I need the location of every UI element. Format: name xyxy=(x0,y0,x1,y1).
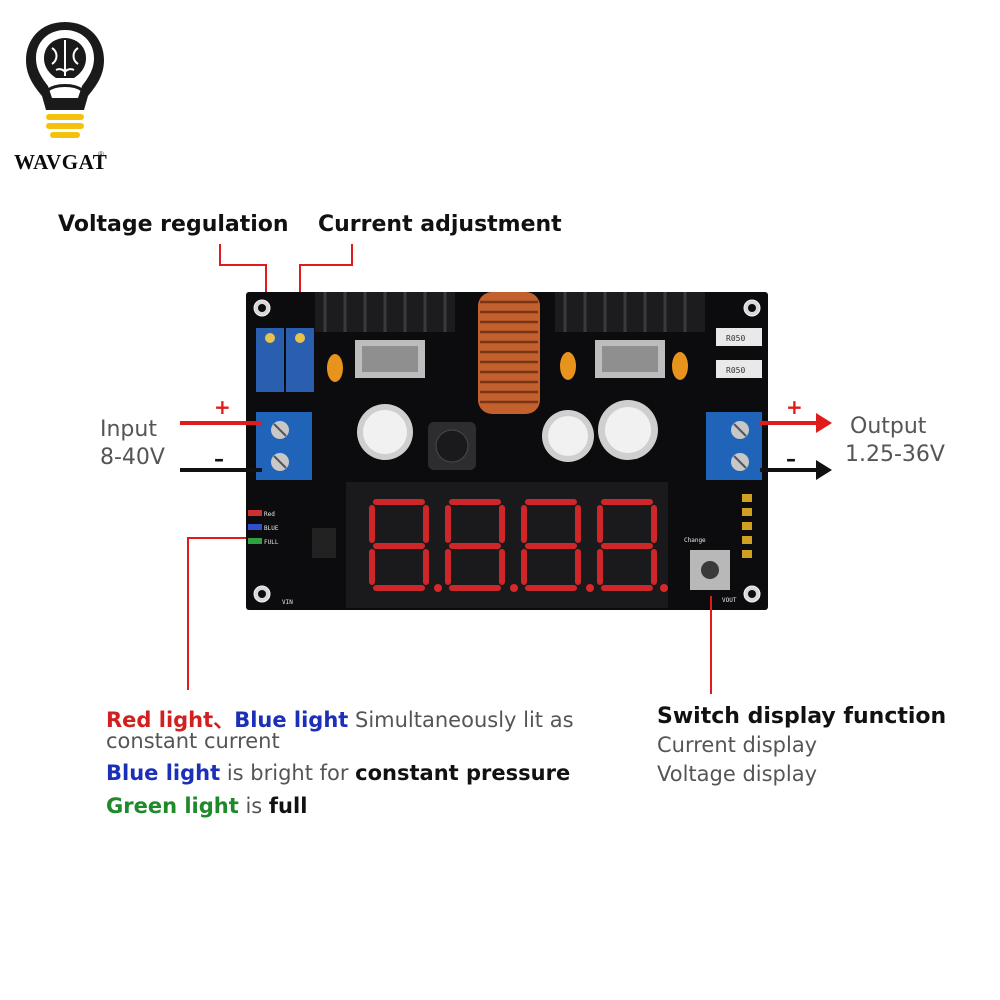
power-inductor xyxy=(428,422,476,470)
bright-text: is bright for xyxy=(220,761,356,785)
input-terminal-block xyxy=(256,412,312,480)
output-minus-sign: – xyxy=(786,447,796,471)
output-positive-arrow xyxy=(816,413,832,433)
voltage-display-text: Voltage display xyxy=(657,762,818,786)
output-title: Output xyxy=(850,414,927,439)
constant-pressure-text: constant pressure xyxy=(355,761,571,785)
heatsink-right xyxy=(555,292,705,378)
voltage-regulation-label: Voltage regulation xyxy=(58,212,289,237)
indicator-note-1: Red light、Blue light Simultaneously lit … xyxy=(106,704,574,734)
silk-full: FULL xyxy=(264,539,279,546)
output-negative-arrow xyxy=(816,460,832,480)
current-display-text: Current display xyxy=(657,733,818,757)
electrolytic-capacitor-c9 xyxy=(542,410,594,462)
brand-name: WAVGAT xyxy=(14,150,108,174)
indicator-note-2: Blue light is bright for constant pressu… xyxy=(106,761,570,785)
silk-red: Red xyxy=(264,511,275,518)
registered-mark: ® xyxy=(98,150,104,159)
shunt-label-a: R050 xyxy=(726,334,745,343)
blue-led xyxy=(248,524,262,530)
electrolytic-capacitor-c14 xyxy=(357,404,413,460)
display-digits xyxy=(369,499,657,591)
input-label: Input 8-40V xyxy=(100,416,165,472)
is-text: is xyxy=(238,794,269,818)
tantalum-capacitor xyxy=(327,354,343,382)
output-label: Output 1.25-36V xyxy=(845,413,945,469)
input-plus-sign: + xyxy=(214,395,231,419)
change-button xyxy=(690,550,730,590)
shunt-label-b: R050 xyxy=(726,366,745,375)
heatsink-left xyxy=(315,292,455,378)
red-led xyxy=(248,510,262,516)
current-potentiometer xyxy=(286,328,314,392)
input-range: 8-40V xyxy=(100,445,165,470)
shunt-resistor xyxy=(716,328,762,346)
full-text: full xyxy=(268,794,308,818)
current-adjustment-label: Current adjustment xyxy=(318,212,562,237)
voltage-potentiometer xyxy=(256,328,284,392)
indicator-note-1b: constant current xyxy=(106,729,280,753)
indicator-note-3: Green light is full xyxy=(106,794,307,818)
output-plus-sign: + xyxy=(786,395,803,419)
control-ic xyxy=(312,528,336,558)
silk-blue: BLUE xyxy=(264,525,279,532)
lightbulb-brain-icon xyxy=(26,22,104,138)
silk-vin: VIN xyxy=(282,599,293,606)
input-title: Input xyxy=(100,417,157,442)
blue-light-text-2: Blue light xyxy=(106,761,221,785)
simultaneous-text: Simultaneously lit as xyxy=(348,708,574,732)
output-range: 1.25-36V xyxy=(845,442,945,467)
green-light-text: Green light xyxy=(106,794,239,818)
electrolytic-capacitor-c12 xyxy=(598,400,658,460)
green-led xyxy=(248,538,262,544)
silk-change: Change xyxy=(684,537,706,544)
toroid-inductor xyxy=(478,292,540,414)
tantalum-capacitor xyxy=(560,352,576,380)
indicator-leader xyxy=(187,537,246,690)
output-terminal-block xyxy=(706,412,762,480)
red-light-text: Red light xyxy=(106,708,214,732)
brand-logo xyxy=(20,18,110,148)
blue-light-text: Blue light xyxy=(234,708,349,732)
switch-display-title: Switch display function xyxy=(657,704,947,729)
tantalum-capacitor xyxy=(672,352,688,380)
separator-text: 、 xyxy=(213,708,235,732)
silk-vout: VOUT xyxy=(722,597,737,604)
shunt-resistor xyxy=(716,360,762,378)
header-pins xyxy=(742,494,752,558)
input-minus-sign: – xyxy=(214,447,224,471)
